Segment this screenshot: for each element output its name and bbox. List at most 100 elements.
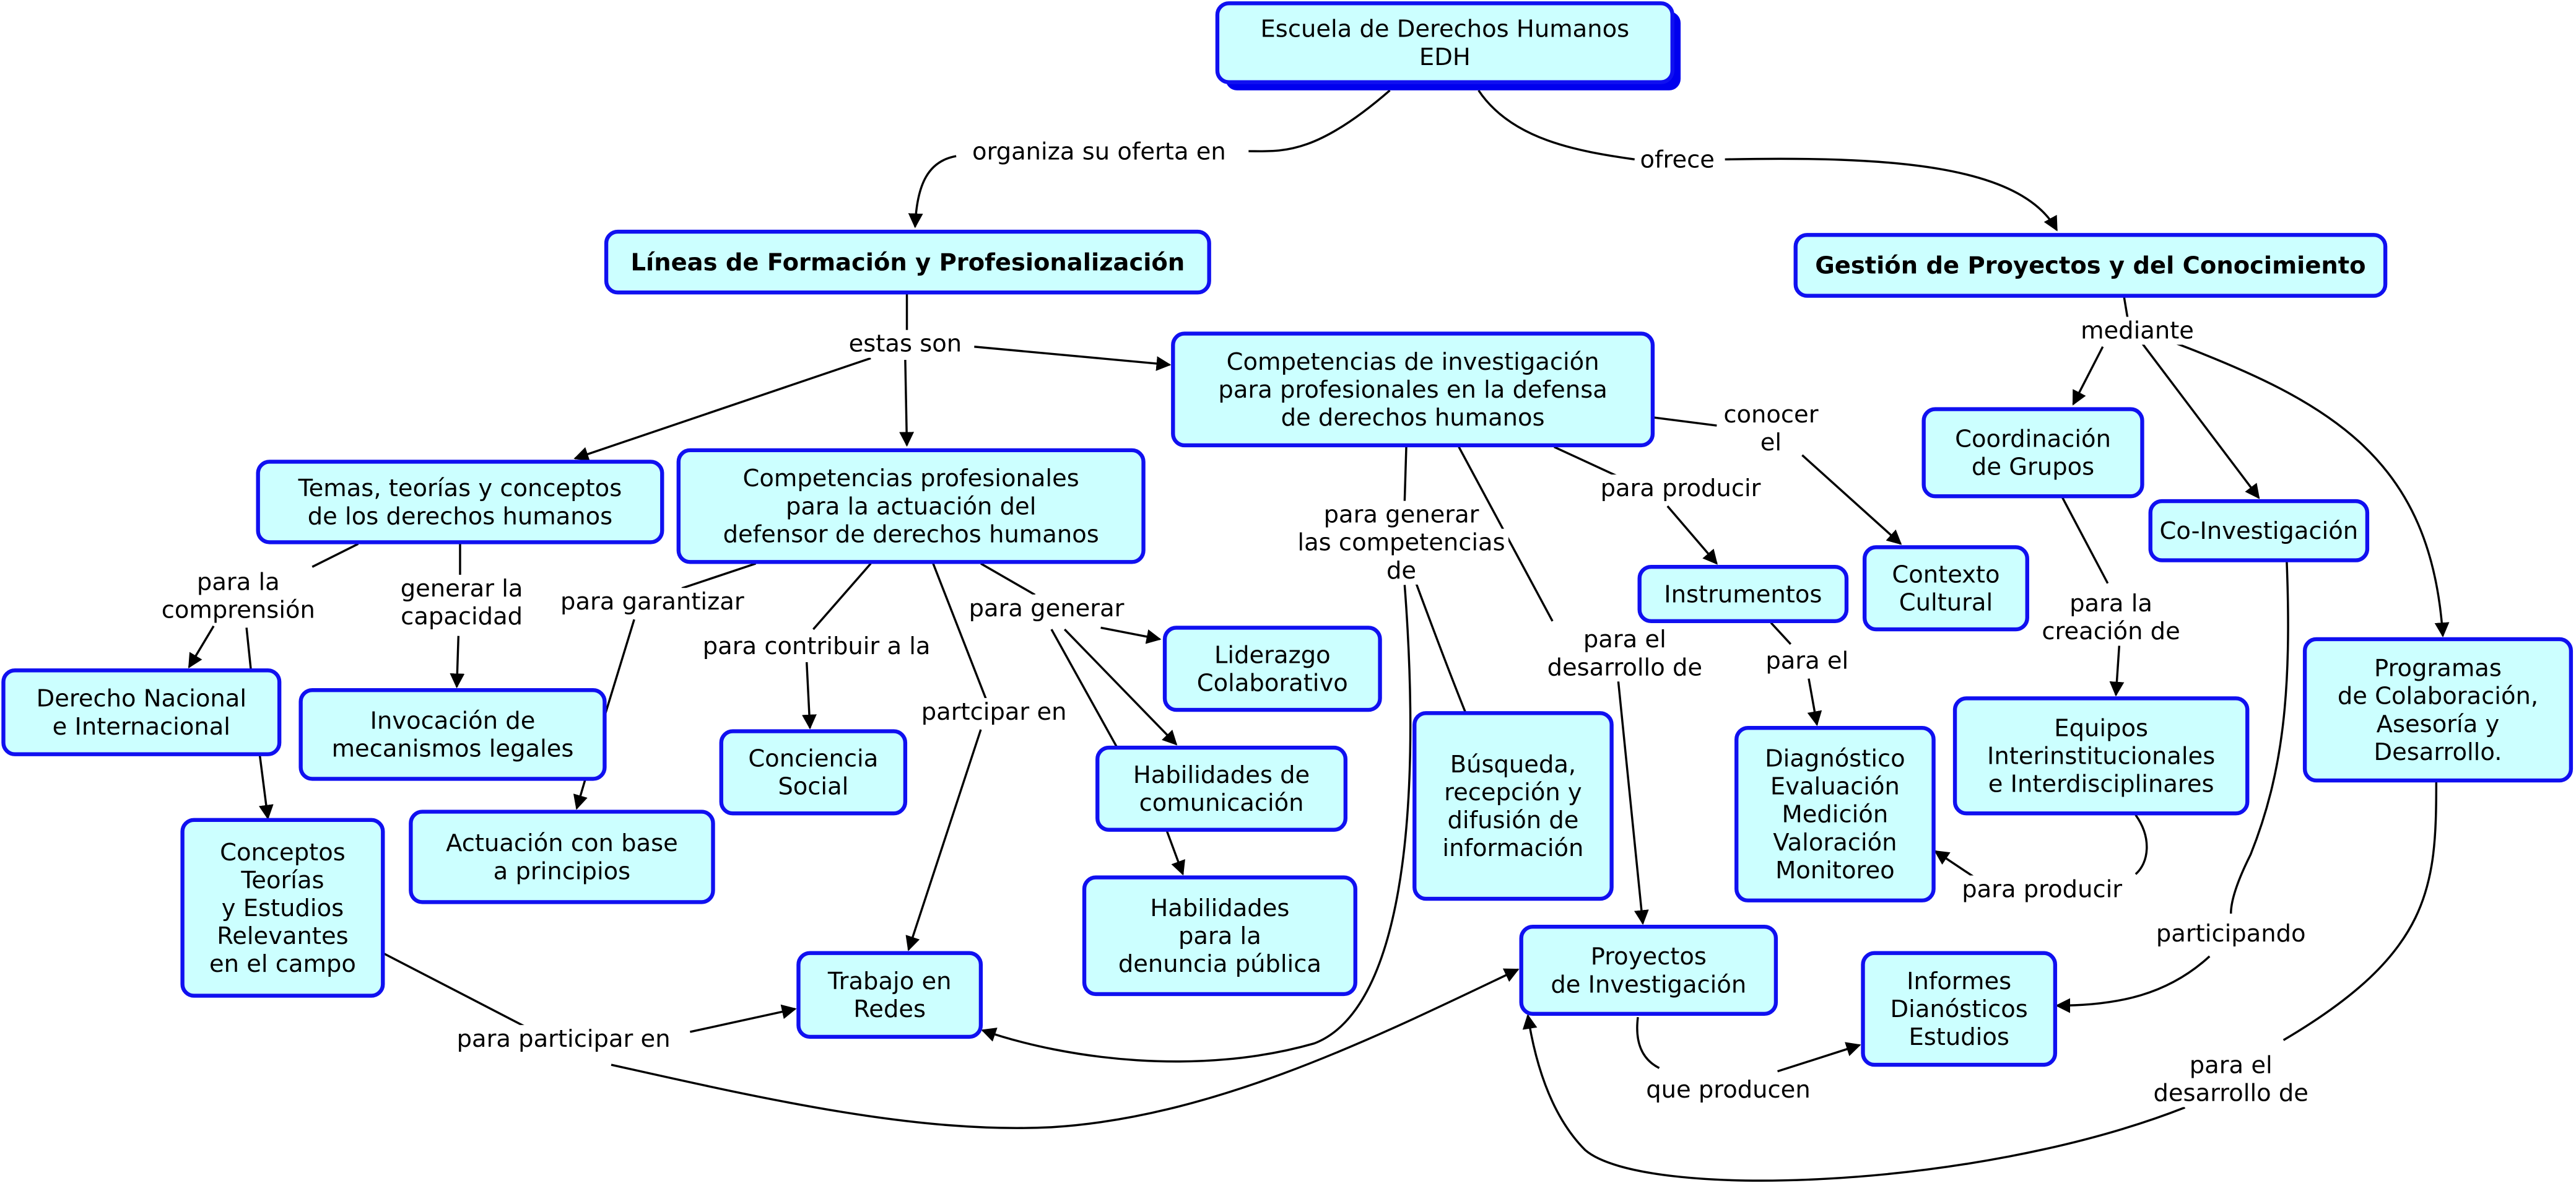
node-text: para la [1178,922,1261,950]
label-background [2150,1079,2312,1107]
link-label-text: desarrollo de [1547,653,1702,681]
connector-line [1100,626,1162,644]
node-text: en el campo [209,950,356,978]
link-label-mediante: mediante [2077,317,2198,345]
connector-line [1770,622,1792,645]
node-box [1862,545,2029,632]
node-text: Social [778,773,848,801]
node-text: Líneas de Formación y Profesionalización [631,248,1185,276]
node-box [2302,637,2574,783]
connector-line [573,357,871,461]
node-box [1162,626,1382,712]
node-text: Diagnóstico [1765,745,1905,773]
node-text: Asesoría y [2377,710,2500,738]
connector-line [908,155,957,229]
node-text: Conceptos [220,839,346,867]
link-label-text: que producen [1646,1076,1811,1104]
node-text: Informes [1907,967,2011,995]
link-label-para-garantizar: para garantizar [557,588,748,616]
link-label-text: conocer [1723,401,1818,429]
label-background [1294,528,1508,557]
link-label-estas-son: estas son [845,330,965,358]
label-background [2039,617,2184,645]
node-box [2148,499,2370,562]
concept-node-lineas[interactable]: Líneas de Formación y Profesionalización [604,229,1211,295]
connector-line [2282,782,2438,1041]
connector-line [2060,496,2109,584]
link-label-para-generar: para generar [965,594,1128,622]
node-box [298,688,607,781]
node-text: Liderazgo [1214,641,1331,669]
node-text: Teorías [240,867,324,894]
label-background [965,594,1128,622]
connector-line [981,585,1412,1063]
link-label-text: para generar [969,595,1125,622]
node-text: Conciencia [748,745,878,773]
node-text: Escuela de Derechos Humanos [1261,15,1630,43]
connector-line [1050,629,1118,748]
connector-line [450,635,465,689]
node-box [1519,925,1778,1016]
node-text: Habilidades de [1133,761,1310,789]
connector-line [1807,678,1822,727]
label-background [699,632,934,660]
connector-line [1666,505,1718,565]
connector-line [1801,454,1902,545]
concept-node-diagnostico[interactable]: DiagnósticoEvaluaciónMediciónValoraciónM… [1734,726,1936,902]
link-label-para-el: para el [1762,647,1852,675]
link-label-text: para producir [1962,875,2122,903]
label-background [2066,589,2156,618]
connector-line [1522,1014,2186,1182]
concept-node-instrumentos[interactable]: Instrumentos [1637,565,1849,623]
link-label-text: para la [2069,590,2152,618]
label-background [453,1024,674,1053]
node-text: información [1442,834,1583,862]
label-background [1597,474,1764,503]
link-label-text: organiza su oferta en [972,138,1226,165]
link-label-text: el [1760,429,1782,456]
connector-line [1652,416,1717,427]
link-label-text: partcipar en [921,698,1067,726]
concept-node-gestion[interactable]: Gestión de Proyectos y del Conocimiento [1793,233,2388,298]
node-text: de derechos humanos [1281,404,1545,432]
node-box [1095,745,1348,832]
link-label-text: para contribuir a la [703,632,931,660]
label-background [1958,875,2126,904]
connector-line [899,359,915,447]
node-box [1637,565,1849,623]
node-text: denuncia pública [1118,950,1321,978]
node-box [180,818,385,998]
node-text: Co-Investigación [2160,517,2359,545]
node-text: Actuación con base [446,829,678,857]
node-text: Dianósticos [1891,995,2028,1023]
link-label-text: las competencias [1297,529,1505,557]
link-label-text: para producir [1601,474,1761,502]
label-background [1320,500,1482,529]
node-box [1,668,282,756]
node-box [409,810,715,904]
concept-node-co-investigacion[interactable]: Co-Investigación [2148,499,2370,562]
label-background [918,697,1070,726]
